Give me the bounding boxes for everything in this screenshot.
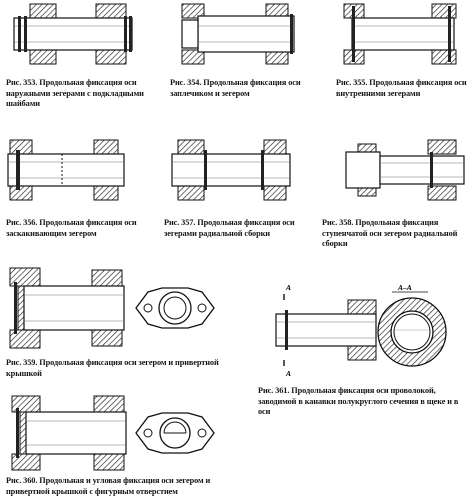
- caption-text: Продольная и угловая фиксация оси зегеро…: [6, 476, 211, 496]
- figure-358-drawing: [342, 139, 472, 201]
- caption-number: Рис. 357.: [164, 218, 196, 227]
- figure-358-caption: Рис. 358. Продольная фиксация ступенчато…: [322, 218, 472, 250]
- caption-text: Продольная фиксация оси проволокой, заво…: [258, 386, 459, 416]
- section-label-aa: А–А: [397, 283, 412, 292]
- figure-361-caption: Рис. 361. Продольная фиксация оси провол…: [258, 386, 470, 418]
- caption-number: Рис. 361.: [258, 386, 290, 395]
- caption-number: Рис. 359.: [6, 358, 38, 367]
- figure-359-drawing: [9, 267, 220, 352]
- figure-357-caption: Рис. 357. Продольная фиксация оси зегера…: [164, 218, 314, 239]
- caption-number: Рис. 358.: [322, 218, 354, 227]
- figure-354-caption: Рис. 354. Продольная фиксация оси заплеч…: [170, 78, 305, 99]
- caption-text: Продольная фиксация оси зегером и привер…: [6, 358, 219, 378]
- figure-355-caption: Рис. 355. Продольная фиксация оси внутре…: [336, 78, 472, 99]
- figure-359-caption: Рис. 359. Продольная фиксация оси зегеро…: [6, 358, 246, 379]
- caption-text: Продольная фиксация оси заплечиком и зег…: [170, 78, 301, 98]
- caption-number: Рис. 354.: [170, 78, 202, 87]
- figure-360-caption: Рис. 360. Продольная и угловая фиксация …: [6, 476, 248, 497]
- section-label-a-bottom: А: [285, 369, 291, 378]
- caption-number: Рис. 353.: [6, 78, 38, 87]
- caption-text: Продольная фиксация оси внутренними зеге…: [336, 78, 467, 98]
- figure-353-drawing: [8, 3, 136, 65]
- caption-number: Рис. 355.: [336, 78, 368, 87]
- caption-number: Рис. 356.: [6, 218, 38, 227]
- caption-text: Продольная фиксация оси зегерами радиаль…: [164, 218, 295, 238]
- section-label-a-top: А: [285, 283, 291, 292]
- figure-361-drawing: А А А–А: [275, 280, 472, 380]
- figure-357-drawing: [168, 139, 298, 201]
- caption-number: Рис. 360.: [6, 476, 38, 485]
- caption-text: Продольная фиксация оси заскакивающим зе…: [6, 218, 137, 238]
- figure-355-drawing: [340, 3, 470, 65]
- figure-354-drawing: [178, 3, 308, 65]
- figure-360-drawing: [11, 395, 222, 474]
- figure-356-drawing: [2, 139, 132, 201]
- caption-text: Продольная фиксация оси наружными зегера…: [6, 78, 144, 108]
- caption-text: Продольная фиксация ступенчатой оси зеге…: [322, 218, 458, 248]
- figure-353-caption: Рис. 353. Продольная фиксация оси наружн…: [6, 78, 146, 110]
- figure-356-caption: Рис. 356. Продольная фиксация оси заскак…: [6, 218, 156, 239]
